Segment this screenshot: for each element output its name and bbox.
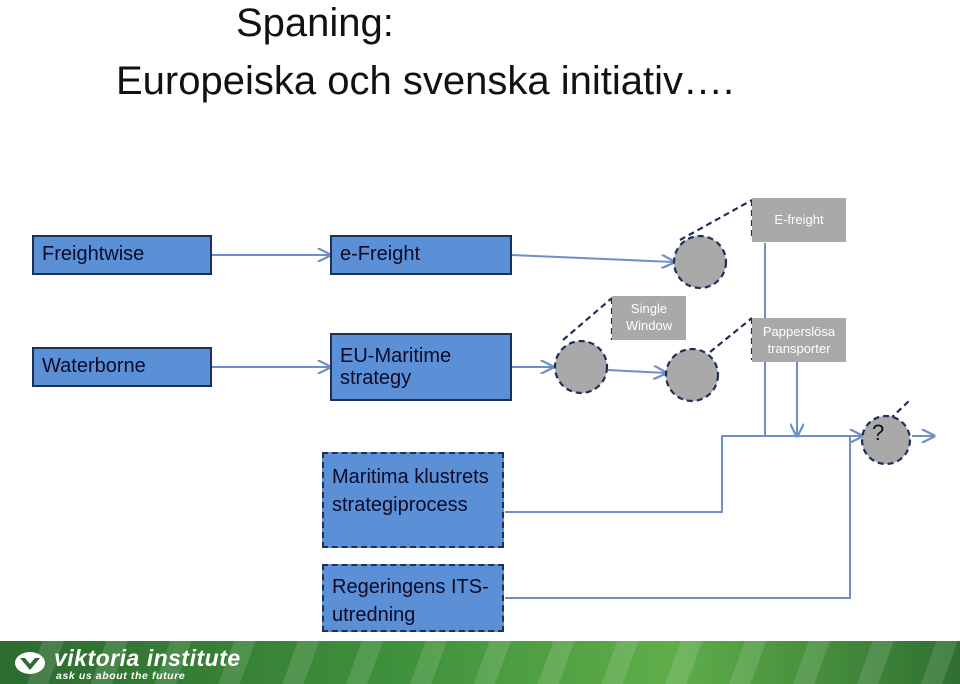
- milestone-efreight-goal-label: E-freight: [774, 212, 824, 227]
- box-efreight-label: e-Freight: [340, 243, 421, 265]
- box-efreight: e-Freight: [330, 235, 512, 275]
- box-eu-maritime-label: EU-Maritime strategy: [340, 345, 452, 389]
- box-regeringens: Regeringens ITS-utredning: [322, 564, 504, 632]
- logo-name: viktoria institute: [54, 645, 241, 671]
- box-waterborne: Waterborne: [32, 347, 212, 387]
- box-eu-maritime: EU-Maritime strategy: [330, 333, 512, 401]
- footer-banner: viktoria institute ask us about the futu…: [0, 641, 960, 684]
- arrow-circle-circle: [607, 370, 666, 373]
- milestone-papperslosa-label: Papperslösa transporter: [762, 324, 836, 356]
- box-maritima: Maritima klustrets strategiprocess: [322, 452, 504, 548]
- title-line-1: Spaning:: [236, 1, 394, 45]
- box-regeringens-label: Regeringens ITS-utredning: [332, 576, 489, 626]
- milestone-papperslosa: Papperslösa transporter: [752, 318, 846, 362]
- milestone-circle-single: [664, 347, 720, 403]
- line-regeringens-merge: [505, 436, 851, 599]
- arrow-efreight-circle: [511, 254, 674, 262]
- milestone-circle-question: [860, 414, 912, 466]
- box-maritima-label: Maritima klustrets strategiprocess: [332, 466, 489, 516]
- box-waterborne-label: Waterborne: [42, 355, 146, 377]
- flag-pole-papperslosa: [709, 317, 753, 353]
- box-freightwise-label: Freightwise: [42, 243, 145, 265]
- milestone-single-window: Single Window: [612, 296, 686, 340]
- milestone-efreight-goal: E-freight: [752, 198, 846, 242]
- flag-pole-efreight: [679, 199, 753, 241]
- footer-stripes: [0, 641, 960, 684]
- milestone-single-window-label: Single Window: [625, 301, 673, 333]
- milestone-circle-efreight: [672, 234, 728, 290]
- title-line-2: Europeiska och svenska initiativ….: [116, 59, 735, 103]
- line-maritima-merge: [505, 435, 765, 513]
- viktoria-logo-icon: [15, 652, 45, 674]
- flag-pole-single: [562, 297, 613, 341]
- box-freightwise: Freightwise: [32, 235, 212, 275]
- logo-tagline: ask us about the future: [56, 670, 186, 682]
- milestone-circle-eumaritime: [553, 339, 609, 395]
- milestone-question-label: ?: [872, 420, 885, 445]
